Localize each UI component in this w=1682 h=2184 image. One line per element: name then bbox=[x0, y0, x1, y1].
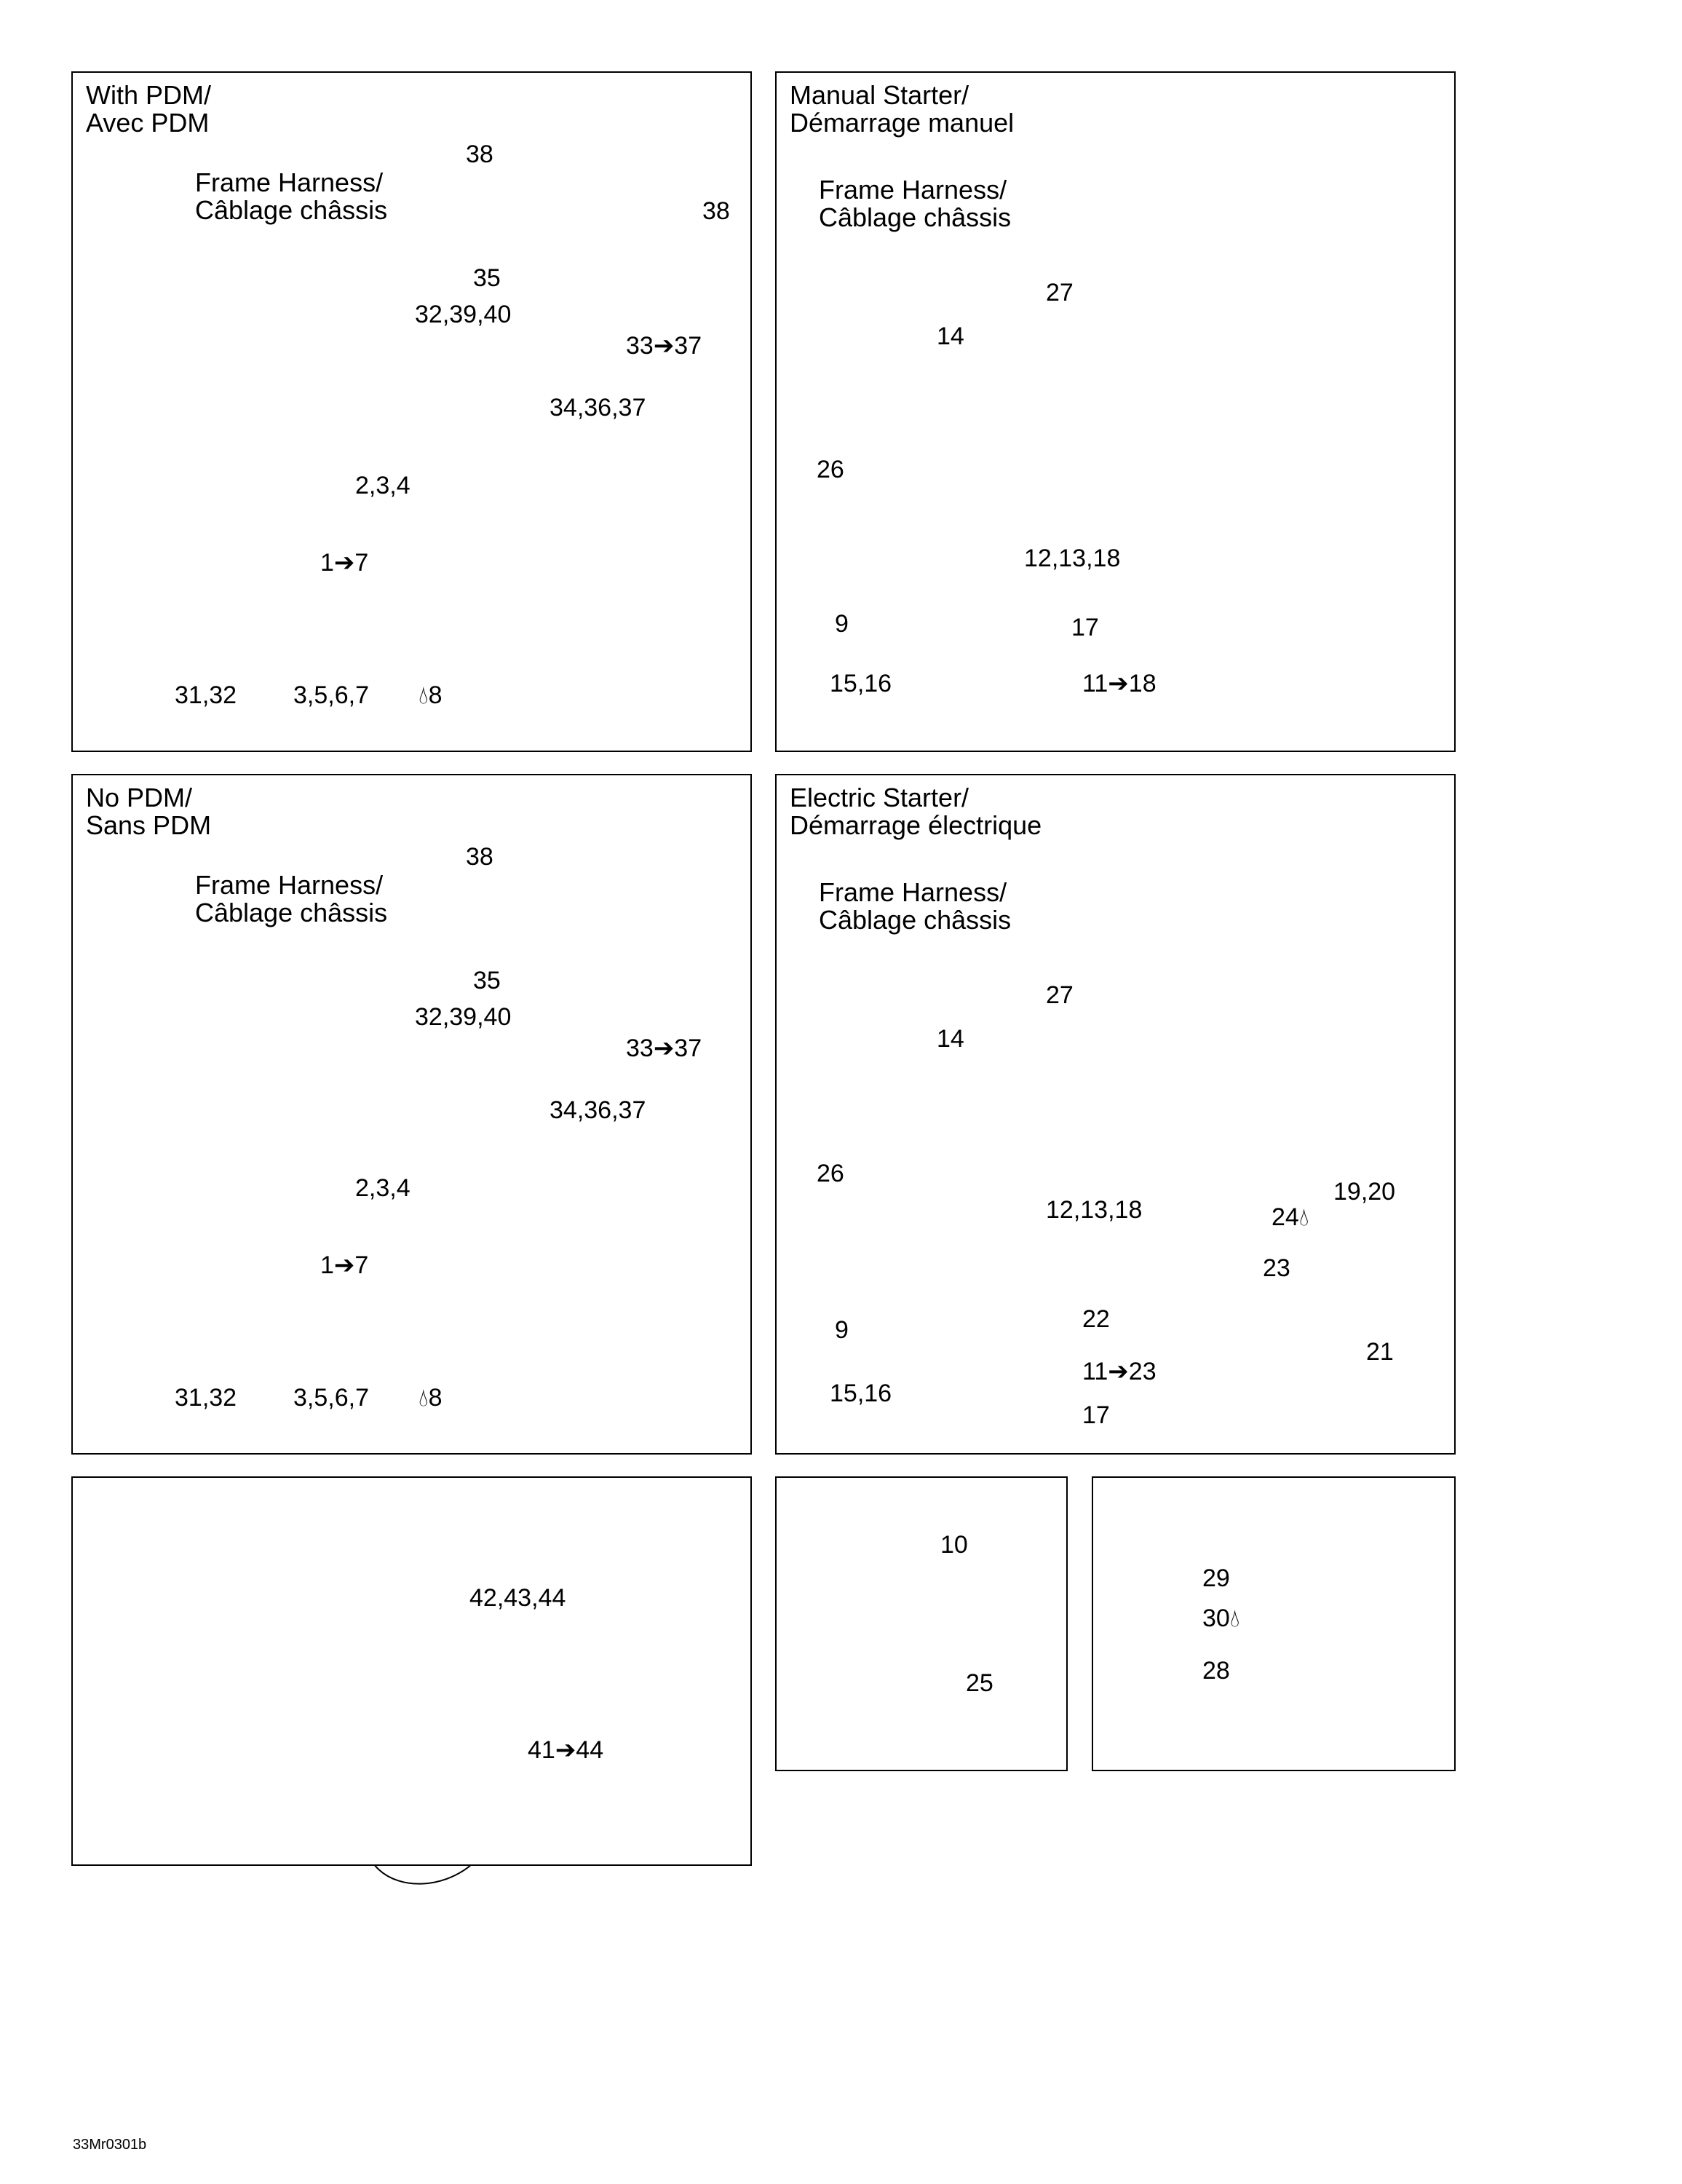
callout-38-left: 38 bbox=[466, 141, 493, 168]
panel-title-line1: Manual Starter/ bbox=[790, 80, 969, 110]
callout-38: 38 bbox=[466, 843, 493, 871]
callout-22: 22 bbox=[1082, 1305, 1110, 1333]
callout-29: 29 bbox=[1202, 1564, 1230, 1592]
callout-12-13-18: 12,13,18 bbox=[1024, 545, 1121, 572]
callout-2-3-4: 2,3,4 bbox=[355, 1174, 410, 1202]
callout-23: 23 bbox=[1263, 1254, 1290, 1282]
panel-title-line1: Electric Starter/ bbox=[790, 783, 969, 812]
callout-11-23: 11➔23 bbox=[1082, 1358, 1157, 1385]
callout-8-text: 8 bbox=[428, 681, 443, 709]
callout-35: 35 bbox=[473, 264, 501, 292]
callout-10: 10 bbox=[940, 1531, 968, 1559]
manual-starter-panel: Manual Starter/ Démarrage manuel Frame H… bbox=[775, 71, 1456, 752]
callout-33-37: 33➔37 bbox=[626, 1034, 702, 1062]
callout-35: 35 bbox=[473, 967, 501, 994]
callout-32-39-40: 32,39,40 bbox=[415, 1003, 512, 1031]
callout-24: 24💧︎ bbox=[1272, 1205, 1309, 1230]
with-pdm-panel: With PDM/ Avec PDM Frame Harness/ Câblag… bbox=[71, 71, 752, 752]
callout-1-7: 1➔7 bbox=[320, 1251, 369, 1279]
sensor-panel: 42,43,44 41➔44 bbox=[71, 1476, 752, 1866]
drop-icon: 💧︎ bbox=[418, 681, 429, 709]
callout-34-36-37: 34,36,37 bbox=[550, 394, 646, 422]
callout-8: 💧︎8 bbox=[418, 683, 443, 708]
callout-1-7: 1➔7 bbox=[320, 549, 369, 577]
frame-harness-label-line1: Frame Harness/ bbox=[819, 175, 1007, 205]
electric-starter-panel: Electric Starter/ Démarrage électrique F… bbox=[775, 774, 1456, 1455]
drop-icon: 💧︎ bbox=[1298, 1203, 1309, 1231]
callout-3-5-6-7: 3,5,6,7 bbox=[293, 681, 369, 709]
callout-32-39-40: 32,39,40 bbox=[415, 301, 512, 328]
callout-31-32: 31,32 bbox=[175, 1384, 237, 1412]
callout-42-43-44: 42,43,44 bbox=[469, 1584, 566, 1612]
callout-12-13-18: 12,13,18 bbox=[1046, 1196, 1143, 1224]
callout-27: 27 bbox=[1046, 981, 1074, 1009]
callout-25: 25 bbox=[966, 1669, 993, 1697]
callout-9: 9 bbox=[835, 610, 849, 638]
callout-26: 26 bbox=[817, 456, 844, 483]
panel-title-line2: Avec PDM bbox=[86, 108, 210, 138]
callout-15-16: 15,16 bbox=[830, 1380, 892, 1407]
callout-26: 26 bbox=[817, 1160, 844, 1187]
frame-harness-label-line2: Câblage châssis bbox=[819, 202, 1012, 232]
callout-2-3-4: 2,3,4 bbox=[355, 472, 410, 499]
callout-31-32: 31,32 bbox=[175, 681, 237, 709]
frame-harness-label-line1: Frame Harness/ bbox=[819, 877, 1007, 907]
callout-30: 30💧︎ bbox=[1202, 1606, 1239, 1631]
callout-33-37: 33➔37 bbox=[626, 332, 702, 360]
drop-icon: 💧︎ bbox=[1229, 1605, 1240, 1632]
panel-title-line2: Sans PDM bbox=[86, 810, 212, 840]
callout-8-text: 8 bbox=[428, 1384, 443, 1412]
callout-28: 28 bbox=[1202, 1657, 1230, 1685]
plug-panel: 29 30💧︎ 28 bbox=[1092, 1476, 1456, 1771]
frame-harness-label-line1: Frame Harness/ bbox=[195, 167, 384, 197]
callout-34-36-37: 34,36,37 bbox=[550, 1096, 646, 1124]
frame-harness-label-line2: Câblage châssis bbox=[195, 195, 388, 225]
frame-harness-label-line2: Câblage châssis bbox=[195, 898, 388, 927]
callout-38-right: 38 bbox=[702, 197, 730, 225]
callout-9: 9 bbox=[835, 1316, 849, 1344]
callout-14: 14 bbox=[937, 1025, 964, 1053]
callout-17: 17 bbox=[1071, 614, 1099, 641]
callout-17: 17 bbox=[1082, 1401, 1110, 1429]
callout-11-18: 11➔18 bbox=[1082, 670, 1157, 697]
frame-harness-label-line2: Câblage châssis bbox=[819, 905, 1012, 935]
panel-title-line1: No PDM/ bbox=[86, 783, 193, 812]
callout-3-5-6-7: 3,5,6,7 bbox=[293, 1384, 369, 1412]
callout-14: 14 bbox=[937, 323, 964, 350]
callout-24-text: 24 bbox=[1272, 1203, 1299, 1231]
panel-title-line1: With PDM/ bbox=[86, 80, 212, 110]
fasteners-panel: 10 25 bbox=[775, 1476, 1068, 1771]
diagram-code: 33Mr0301b bbox=[73, 2137, 147, 2153]
no-pdm-panel: No PDM/ Sans PDM Frame Harness/ Câblage … bbox=[71, 774, 752, 1455]
callout-19-20: 19,20 bbox=[1333, 1178, 1396, 1206]
drop-icon: 💧︎ bbox=[418, 1384, 429, 1412]
frame-harness-label-line1: Frame Harness/ bbox=[195, 870, 384, 900]
callout-41-44: 41➔44 bbox=[528, 1736, 604, 1764]
callout-30-text: 30 bbox=[1202, 1605, 1230, 1632]
callout-8: 💧︎8 bbox=[418, 1385, 443, 1410]
callout-27: 27 bbox=[1046, 279, 1074, 306]
callout-21: 21 bbox=[1366, 1338, 1394, 1366]
panel-title-line2: Démarrage manuel bbox=[790, 108, 1015, 138]
panel-title-line2: Démarrage électrique bbox=[790, 810, 1042, 840]
callout-15-16: 15,16 bbox=[830, 670, 892, 697]
